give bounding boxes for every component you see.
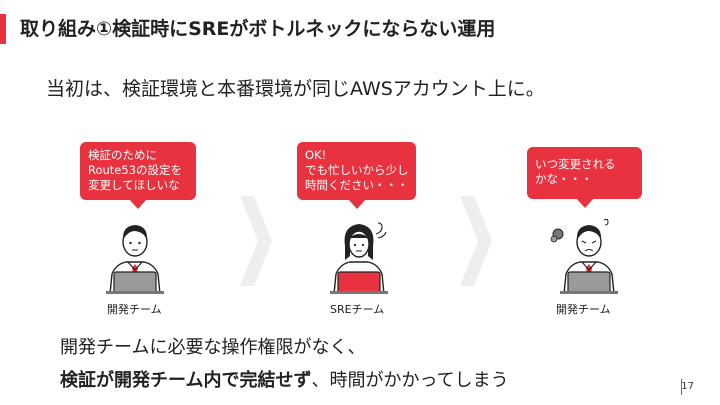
conclusion-rest: 、時間がかかってしまう xyxy=(311,370,509,391)
caption-dev-team-right: 開発チーム xyxy=(556,303,611,316)
bubble-line: かな・・・ xyxy=(535,172,593,186)
bubble-line: 変更してほしいな xyxy=(88,178,180,192)
chevron-right-icon xyxy=(240,196,272,286)
conclusion-emphasis: 検証が開発チーム内で完結せず xyxy=(60,370,312,391)
bubble-line: でも忙しいから少し xyxy=(305,163,409,177)
title-accent-bar xyxy=(0,14,6,44)
page-number-divider xyxy=(681,379,682,395)
developer-illustration-icon xyxy=(106,225,164,294)
speech-bubble-dev-left: 検証のために Route53の設定を 変更してほしいな xyxy=(80,142,196,209)
conclusion-line-2: 検証が開発チーム内で完結せず、時間がかかってしまう xyxy=(60,366,509,392)
caption-dev-team-left: 開発チーム xyxy=(107,303,162,316)
speech-bubble-sre: OK! でも忙しいから少し 時間ください・・・ xyxy=(297,142,416,209)
bubble-line: 時間ください・・・ xyxy=(305,178,409,192)
lead-text: 当初は、検証環境と本番環境が同じAWSアカウント上に。 xyxy=(46,78,545,100)
speech-bubble-dev-right: いつ変更される かな・・・ xyxy=(527,147,642,208)
sre-illustration-icon xyxy=(330,222,388,294)
slide-title: 取り組み①検証時にSREがボトルネックにならない運用 xyxy=(20,18,496,40)
bubble-line: OK! xyxy=(305,148,327,162)
chevron-right-icon xyxy=(460,196,492,286)
bubble-line: Route53の設定を xyxy=(88,163,183,177)
bubble-line: いつ変更される xyxy=(535,157,616,171)
bubble-line: 検証のために xyxy=(88,148,157,162)
worried-developer-illustration-icon xyxy=(550,218,618,294)
caption-sre-team: SREチーム xyxy=(330,303,385,316)
conclusion-line-1: 開発チームに必要な操作権限がなく、 xyxy=(60,337,366,358)
page-number: 17 xyxy=(681,381,694,392)
